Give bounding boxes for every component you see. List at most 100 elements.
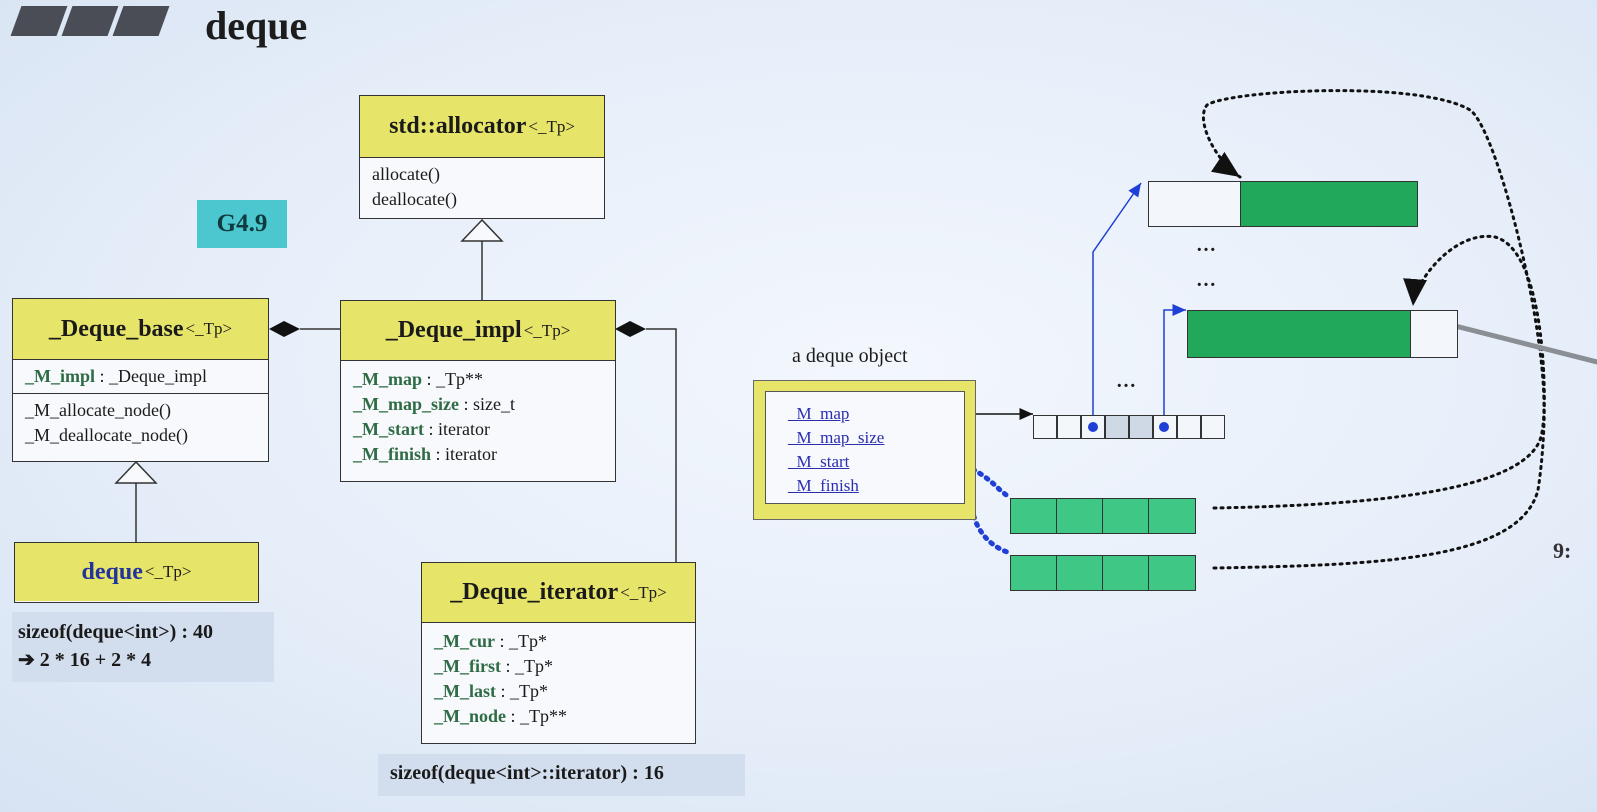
method-section: allocate() deallocate()	[360, 158, 604, 216]
class-header: std::allocator<_Tp>	[360, 96, 604, 158]
sizeof-deque-line: sizeof(deque<int>) : 40	[18, 621, 213, 643]
sizeof-deque-formula: ➔ 2 * 16 + 2 * 4	[18, 649, 152, 671]
field-type: : _Tp*	[496, 681, 549, 701]
field-m-last: _M_last : _Tp*	[434, 679, 683, 704]
method-deallocate: deallocate()	[372, 189, 457, 209]
field-m-cur: _M_cur : _Tp*	[434, 629, 683, 654]
map-cell	[1201, 415, 1225, 439]
object-field-m-start: _M_start	[788, 452, 850, 471]
field-m-first: _M_first : _Tp*	[434, 654, 683, 679]
map-cell	[1033, 415, 1057, 439]
field-type: : _Tp**	[422, 369, 484, 389]
field-m-start: _M_start : iterator	[353, 417, 603, 442]
class-header: _Deque_base<_Tp>	[13, 299, 268, 360]
class-name: _Deque_base	[48, 315, 184, 342]
method-allocate-node: _M_allocate_node()	[25, 400, 171, 420]
ellipsis-2: …	[1196, 269, 1217, 291]
iterator-cell	[1010, 555, 1058, 591]
class-header: deque<_Tp>	[15, 543, 258, 601]
class-tparam: <_Tp>	[523, 320, 571, 340]
inherit-triangle-base	[114, 460, 158, 484]
class-header: _Deque_impl<_Tp>	[341, 301, 615, 361]
field-section: _M_map : _Tp** _M_map_size : size_t _M_s…	[341, 361, 615, 471]
class-name: deque	[81, 558, 143, 585]
composition-diamond-impl	[615, 321, 646, 337]
composition-line-impl-iterator	[646, 328, 677, 562]
map-node-arrow-1	[1092, 182, 1142, 427]
field-section: _M_cur : _Tp* _M_first : _Tp* _M_last : …	[422, 623, 695, 733]
iterator-cell	[1148, 555, 1196, 591]
deque-object-label: a deque object	[792, 345, 908, 367]
object-field-m-finish: _M_finish	[788, 476, 859, 495]
page-title: deque	[205, 3, 308, 48]
class-name: _Deque_iterator	[450, 579, 619, 605]
field-name: _M_start	[353, 419, 424, 439]
version-tag: G4.9	[197, 200, 287, 248]
field-name: _M_cur	[434, 631, 495, 651]
ellipsis-3: …	[1116, 370, 1137, 392]
finish-node-link	[1212, 234, 1546, 570]
field-m-node: _M_node : _Tp**	[434, 704, 683, 729]
field-type: : _Tp*	[494, 631, 547, 651]
class-allocator: std::allocator<_Tp> allocate() deallocat…	[359, 95, 605, 219]
field-type: : iterator	[431, 444, 497, 464]
field-name: _M_map	[353, 369, 422, 389]
deque-object-fields	[765, 391, 965, 504]
field-type: : _Tp**	[506, 706, 568, 726]
sizeof-iterator-note: sizeof(deque<int>::iterator) : 16	[378, 754, 745, 796]
iterator-cell	[1056, 498, 1104, 534]
field-section: _M_impl : _Deque_impl	[13, 360, 268, 393]
object-field-m-map: _M_map	[788, 404, 850, 423]
field-type: : _Tp*	[500, 656, 553, 676]
class-deque: deque<_Tp>	[14, 542, 259, 603]
iterator-cell	[1010, 498, 1058, 534]
slide-number: 9:	[1553, 538, 1572, 563]
field-name: _M_finish	[353, 444, 432, 464]
class-deque-base: _Deque_base<_Tp> _M_impl : _Deque_impl _…	[12, 298, 269, 462]
class-tparam: <_Tp>	[620, 582, 667, 602]
iterator-cell	[1102, 498, 1150, 534]
field-name: _M_last	[434, 681, 496, 701]
class-deque-impl: _Deque_impl<_Tp> _M_map : _Tp** _M_map_s…	[340, 300, 616, 482]
field-m-map: _M_map : _Tp**	[353, 367, 603, 392]
map-cell	[1153, 415, 1177, 439]
class-tparam: <_Tp>	[528, 116, 575, 136]
field-type: : size_t	[458, 394, 515, 414]
node-buffer-first-empty	[1148, 181, 1242, 227]
map-cell	[1081, 415, 1105, 439]
sizeof-deque-note: sizeof(deque<int>) : 40 ➔ 2 * 16 + 2 * 4	[12, 612, 274, 682]
map-cell	[1057, 415, 1081, 439]
field-name: _M_impl	[25, 366, 95, 386]
field-m-map-size: _M_map_size : size_t	[353, 392, 603, 417]
inherit-triangle-allocator	[460, 218, 504, 242]
iterator-cell	[1148, 498, 1196, 534]
field-type: : _Deque_impl	[95, 366, 207, 386]
iterator-cell	[1102, 555, 1150, 591]
field-name: _M_node	[434, 706, 506, 726]
method-allocate: allocate()	[372, 164, 440, 184]
map-cell	[1129, 415, 1153, 439]
node-buffer-first-filled	[1240, 181, 1418, 227]
class-name: std::allocator	[389, 113, 527, 139]
composition-diamond-base	[269, 321, 300, 337]
field-type: : iterator	[423, 419, 490, 439]
field-name: _M_map_size	[353, 394, 459, 414]
method-section: _M_allocate_node() _M_deallocate_node()	[13, 393, 268, 452]
map-cell	[1177, 415, 1201, 439]
field-m-impl: _M_impl : _Deque_impl	[25, 364, 256, 389]
node-buffer-last-filled	[1187, 310, 1412, 358]
map-cell	[1105, 415, 1129, 439]
class-tparam: <_Tp>	[144, 562, 192, 581]
object-field-m-map-size: _M_map_size	[788, 428, 885, 447]
method-deallocate-node: _M_deallocate_node()	[25, 425, 188, 445]
field-name: _M_first	[434, 656, 501, 676]
ellipsis-1: …	[1196, 234, 1217, 256]
class-deque-iterator: _Deque_iterator<_Tp> _M_cur : _Tp* _M_fi…	[421, 562, 696, 744]
iterator-cell	[1056, 555, 1104, 591]
start-node-link	[1201, 89, 1546, 510]
class-tparam: <_Tp>	[185, 319, 233, 338]
field-m-finish: _M_finish : iterator	[353, 442, 603, 467]
class-name: _Deque_impl	[385, 317, 522, 343]
class-header: _Deque_iterator<_Tp>	[422, 563, 695, 623]
map-node-arrow-2	[1163, 304, 1186, 427]
